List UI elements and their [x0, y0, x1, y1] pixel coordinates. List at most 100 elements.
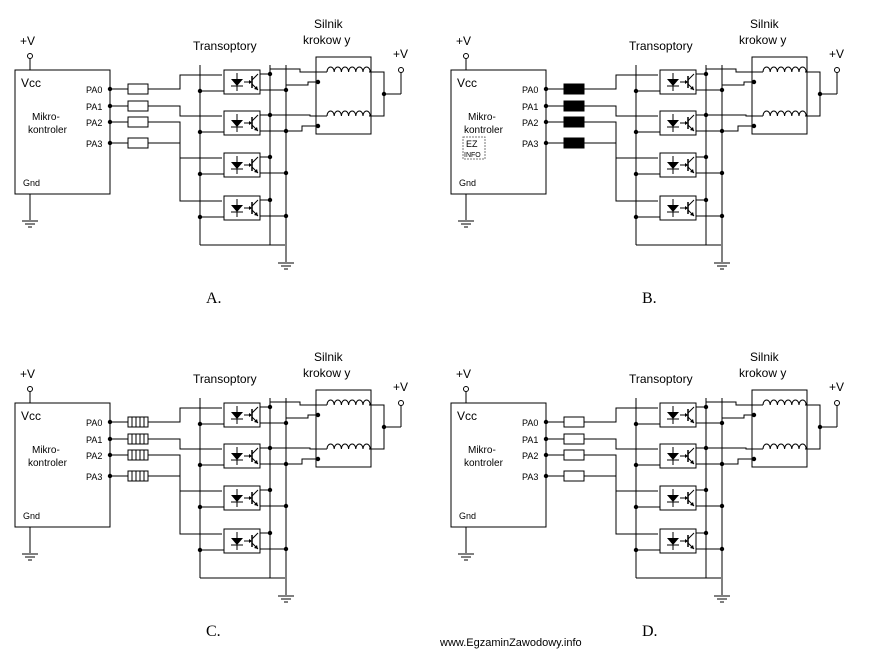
- motor-label-line2: krokow y: [303, 366, 350, 380]
- vcc-pin-label: Vcc: [457, 76, 477, 90]
- junction-dot: [703, 530, 709, 536]
- motor-label-line1: Silnik: [314, 17, 344, 31]
- schematic-panel-3: +VVccMikro-kontrolerGndPA0PA1PA2PA3Trans…: [14, 350, 408, 640]
- junction-dot: [751, 456, 757, 462]
- supply-terminal: [27, 53, 33, 59]
- optocoupler-2: [659, 110, 697, 136]
- motor-supply-terminal: [834, 400, 840, 406]
- port-label-pa3: PA3: [522, 139, 538, 149]
- optocoupler-2: [223, 443, 261, 469]
- junction-dot: [283, 503, 289, 509]
- watermark-url: www.EgzaminZawodowy.info: [439, 637, 582, 649]
- resistor: [563, 470, 585, 482]
- panel-letter: A.: [206, 290, 222, 307]
- junction-dot: [283, 546, 289, 552]
- optocoupler-2: [223, 110, 261, 136]
- junction-dot: [719, 503, 725, 509]
- mcu-supply-label: +V: [20, 367, 35, 381]
- motor-supply-label: +V: [393, 47, 408, 61]
- mcu-supply-label: +V: [456, 367, 471, 381]
- port-label-pa2: PA2: [86, 118, 102, 128]
- ground-symbol: [21, 553, 39, 561]
- junction-dot: [197, 421, 203, 427]
- junction-dot: [267, 197, 273, 203]
- resistor-filled: [563, 116, 585, 128]
- junction-dot: [283, 170, 289, 176]
- junction-dot: [817, 91, 823, 97]
- transoptors-title: Transoptory: [629, 372, 693, 386]
- resistor: [127, 116, 149, 128]
- transoptors-title: Transoptory: [193, 372, 257, 386]
- optocoupler-4: [223, 528, 261, 554]
- panel-letter: D.: [642, 623, 658, 640]
- vcc-pin-label: Vcc: [21, 76, 41, 90]
- microcontroller-box: [14, 402, 111, 528]
- supply-terminal: [463, 53, 469, 59]
- port-label-pa1: PA1: [86, 102, 102, 112]
- resistor-banded: [127, 433, 149, 445]
- gnd-pin-label: Gnd: [23, 178, 40, 188]
- junction-dot: [283, 213, 289, 219]
- motor-label-line2: krokow y: [739, 366, 786, 380]
- microcontroller-box: [450, 402, 547, 528]
- mcu-label-line2: kontroler: [464, 125, 504, 136]
- mcu-supply-label: +V: [456, 34, 471, 48]
- junction-dot: [633, 88, 639, 94]
- motor-label-line2: krokow y: [303, 33, 350, 47]
- junction-dot: [197, 171, 203, 177]
- motor-supply-terminal: [398, 67, 404, 73]
- mcu-label-line1: Mikro-: [32, 112, 60, 123]
- ground-symbol-outputs: [713, 595, 731, 603]
- junction-dot: [197, 129, 203, 135]
- junction-dot: [719, 128, 725, 134]
- mcu-supply-label: +V: [20, 34, 35, 48]
- junction-dot: [703, 71, 709, 77]
- junction-dot: [719, 420, 725, 426]
- junction-dot: [283, 87, 289, 93]
- junction-dot: [197, 504, 203, 510]
- transoptors-title: Transoptory: [629, 39, 693, 53]
- junction-dot: [703, 154, 709, 160]
- ground-symbol-outputs: [713, 262, 731, 270]
- junction-dot: [197, 547, 203, 553]
- resistor-banded: [127, 470, 149, 482]
- port-label-pa0: PA0: [86, 85, 102, 95]
- motor-supply-label: +V: [829, 380, 844, 394]
- stepper-motor-box: [315, 56, 372, 135]
- junction-dot: [719, 170, 725, 176]
- junction-dot: [315, 123, 321, 129]
- stepper-motor-box: [315, 389, 372, 468]
- junction-dot: [703, 487, 709, 493]
- ground-symbol: [21, 220, 39, 228]
- optocoupler-3: [223, 152, 261, 178]
- mcu-label-line1: Mikro-: [468, 445, 496, 456]
- resistor-banded: [127, 449, 149, 461]
- junction-dot: [719, 546, 725, 552]
- panel-letter: B.: [642, 290, 657, 307]
- resistor: [127, 83, 149, 95]
- junction-dot: [283, 420, 289, 426]
- junction-dot: [267, 530, 273, 536]
- ground-symbol: [457, 220, 475, 228]
- port-label-pa0: PA0: [522, 418, 538, 428]
- motor-supply-label: +V: [393, 380, 408, 394]
- supply-terminal: [463, 386, 469, 392]
- port-label-pa0: PA0: [86, 418, 102, 428]
- resistor-filled: [563, 137, 585, 149]
- optocoupler-1: [223, 402, 261, 428]
- port-label-pa1: PA1: [522, 102, 538, 112]
- motor-label-line1: Silnik: [314, 350, 344, 364]
- junction-dot: [633, 547, 639, 553]
- resistor: [563, 449, 585, 461]
- ground-symbol: [457, 553, 475, 561]
- junction-dot: [315, 412, 321, 418]
- stepper-motor-box: [751, 56, 808, 135]
- stepper-motor-box: [751, 389, 808, 468]
- port-label-pa1: PA1: [522, 435, 538, 445]
- optocoupler-3: [223, 485, 261, 511]
- junction-dot: [719, 213, 725, 219]
- junction-dot: [267, 487, 273, 493]
- junction-dot: [267, 404, 273, 410]
- mcu-label-line2: kontroler: [28, 458, 68, 469]
